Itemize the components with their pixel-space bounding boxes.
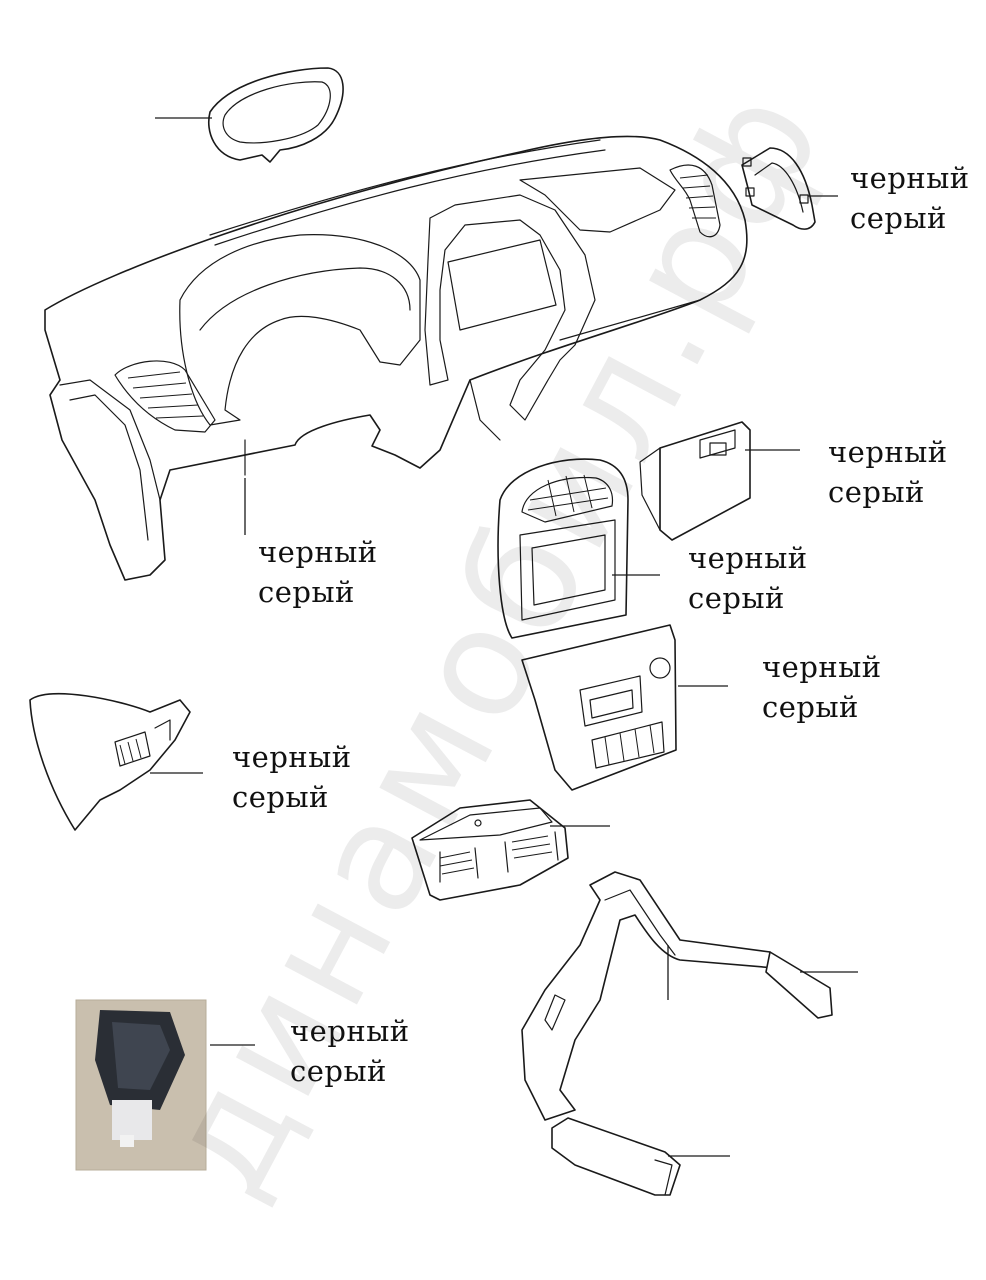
label-console-panel-colors: черный серый (762, 647, 882, 727)
label-dashboard-colors: черный серый (258, 532, 378, 612)
label-color-grey: серый (688, 581, 785, 615)
label-radio-bezel-colors: черный серый (688, 538, 808, 618)
dashboard-panel (44, 135, 748, 581)
radio-bezel (497, 458, 660, 639)
label-color-black: черный (828, 435, 948, 469)
label-end-cap-colors: черный серый (232, 737, 352, 817)
label-color-grey: серый (232, 780, 329, 814)
label-color-grey: серый (258, 575, 355, 609)
lower-duct-section (551, 1117, 730, 1196)
label-color-black: черный (762, 650, 882, 684)
glovebox-lid (639, 421, 800, 541)
label-clip-colors: черный серый (290, 1011, 410, 1091)
label-color-black: черный (290, 1014, 410, 1048)
label-color-black: черный (232, 740, 352, 774)
label-color-black: черный (688, 541, 808, 575)
dash-side-cover-right (741, 147, 838, 230)
label-color-grey: серый (828, 475, 925, 509)
center-console-panel (521, 624, 728, 791)
label-side-cover-colors: черный серый (850, 158, 970, 238)
dash-end-cap-left (29, 692, 203, 831)
label-color-black: черный (258, 535, 378, 569)
instrument-cluster-hood (155, 67, 344, 163)
label-color-grey: серый (762, 690, 859, 724)
clip-photo (75, 999, 255, 1171)
air-duct (521, 871, 858, 1121)
label-glovebox-colors: черный серый (828, 432, 948, 512)
label-color-grey: серый (850, 201, 947, 235)
center-air-vent (411, 799, 610, 901)
label-color-black: черный (850, 161, 970, 195)
label-color-grey: серый (290, 1054, 387, 1088)
